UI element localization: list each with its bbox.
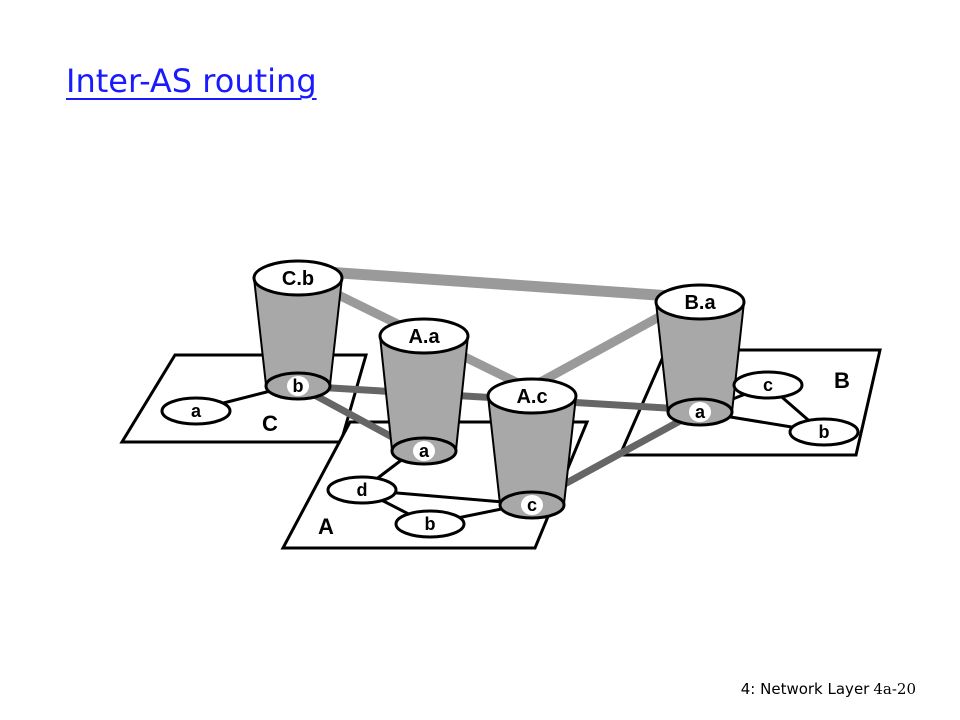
slide-title: Inter-AS routing bbox=[66, 62, 317, 100]
router-b-c: c bbox=[732, 370, 804, 400]
as-label-a: A bbox=[318, 514, 334, 539]
inter-as-link-cb-ba bbox=[297, 264, 701, 304]
gateway-label-ba: B.a bbox=[684, 292, 716, 314]
router-a-b: b bbox=[394, 509, 466, 539]
router-c-a: a bbox=[160, 396, 232, 426]
svg-text:a: a bbox=[695, 402, 706, 422]
router-a-a: a bbox=[390, 436, 458, 466]
router-b-b: b bbox=[788, 417, 860, 447]
svg-text:d: d bbox=[357, 480, 368, 500]
router-c-b: b bbox=[264, 371, 332, 401]
svg-text:b: b bbox=[819, 422, 830, 442]
svg-text:b: b bbox=[293, 376, 304, 396]
gateway-label-cb: C.b bbox=[282, 268, 314, 290]
gateway-aa: A.a bbox=[378, 317, 470, 451]
router-b-a: a bbox=[666, 397, 734, 427]
svg-text:c: c bbox=[763, 375, 773, 395]
gateway-cb: C.b bbox=[252, 259, 344, 386]
footer-chapter: 4: Network Layer bbox=[740, 680, 870, 698]
gateway-label-ac: A.c bbox=[516, 386, 547, 408]
router-a-d: d bbox=[326, 475, 398, 505]
gateway-label-aa: A.a bbox=[408, 326, 440, 348]
svg-text:a: a bbox=[419, 441, 430, 461]
gateway-ac: A.c bbox=[486, 377, 578, 505]
footer-page-number: 4a-20 bbox=[873, 680, 916, 698]
as-label-c: C bbox=[262, 411, 278, 436]
router-a-c: c bbox=[498, 490, 566, 520]
svg-text:b: b bbox=[425, 514, 436, 534]
as-label-b: B bbox=[834, 368, 850, 393]
svg-text:a: a bbox=[191, 401, 202, 421]
gateway-ba: B.a bbox=[654, 283, 746, 413]
svg-text:c: c bbox=[527, 495, 537, 515]
